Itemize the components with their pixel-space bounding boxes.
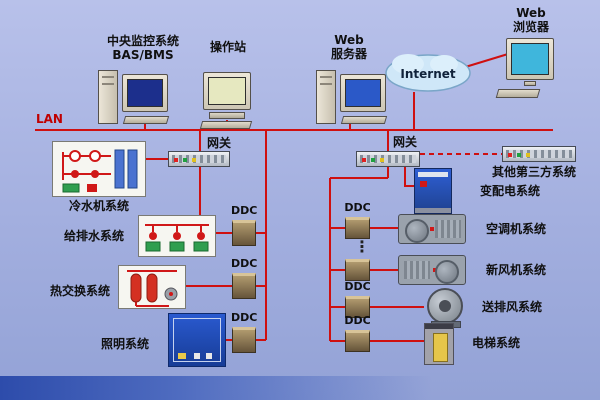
web-server-tower-icon xyxy=(316,70,336,124)
panel-indicator xyxy=(178,353,186,359)
elevator-icon xyxy=(424,323,454,365)
chiller-piping-graphic xyxy=(62,149,138,193)
ddc-label: DDC xyxy=(231,204,258,217)
ddc-label: DDC xyxy=(344,201,371,214)
ddc-controller-icon xyxy=(345,330,370,352)
rack-slot-stripes xyxy=(506,150,572,158)
rack-led-lights xyxy=(362,158,366,162)
ddc-controller-icon xyxy=(232,220,256,246)
unit-indicator xyxy=(430,227,434,231)
chiller-system-box-icon xyxy=(52,141,146,197)
lan-label: LAN xyxy=(36,112,63,126)
elevator-label: 电梯系统 xyxy=(471,336,520,350)
gateway-left-label: 网关 xyxy=(206,136,231,150)
elevator-door xyxy=(433,333,448,362)
web-browser-keyboard-icon xyxy=(495,89,541,98)
fresh-air-unit-icon xyxy=(398,255,466,285)
ddc-label: DDC xyxy=(344,280,371,293)
gateway-right-label: 网关 xyxy=(392,135,417,149)
exhaust-fan-icon xyxy=(424,288,466,328)
web-server-keyboard-icon xyxy=(340,116,388,124)
operator-station-keyboard-icon xyxy=(199,121,253,129)
exhaust-fan-label: 送排风系统 xyxy=(481,300,542,314)
monitor-screen xyxy=(127,79,163,107)
water-system-box-icon xyxy=(138,215,216,257)
air-conditioner-label: 空调机系统 xyxy=(485,222,546,236)
fan-circle xyxy=(435,260,459,284)
coil-slats xyxy=(435,220,461,238)
operator-station-label: 操作站 xyxy=(209,40,246,54)
panel-inner-frame xyxy=(173,318,221,362)
power-distribution-cabinet-icon xyxy=(414,168,452,214)
monitor-screen xyxy=(345,79,381,107)
web-browser-stand-icon xyxy=(524,81,536,86)
chiller-system-label: 冷水机系统 xyxy=(68,199,129,213)
ddc-controller-icon xyxy=(345,259,370,281)
central-workstation-monitor-icon xyxy=(122,74,168,112)
rack-slot-stripes xyxy=(172,155,226,163)
gateway-right-rack-icon xyxy=(356,151,420,167)
monitor-screen xyxy=(511,43,549,75)
panel-indicator xyxy=(194,353,200,359)
third-party-system-label: 其他第三方系统 xyxy=(491,165,576,179)
internet-label: Internet xyxy=(400,67,455,81)
central-workstation-tower-icon xyxy=(98,70,118,124)
fan-circle xyxy=(405,219,429,243)
lighting-panel-icon xyxy=(168,313,226,367)
third-party-system-rack-icon xyxy=(502,146,576,162)
elevator-header xyxy=(425,324,453,329)
central-workstation-keyboard-icon xyxy=(122,116,170,124)
ddc-controller-icon xyxy=(232,273,256,299)
cabinet-base xyxy=(415,208,451,213)
heat-exchanger-graphic xyxy=(127,270,178,307)
web-server-monitor-icon xyxy=(340,74,386,112)
ddc-label: DDC xyxy=(231,257,258,270)
web-browser-label: Web 浏览器 xyxy=(512,6,549,35)
internet-cloud: Internet xyxy=(385,54,471,92)
ddc-label: DDC xyxy=(344,314,371,327)
monitor-screen xyxy=(208,77,246,105)
coil-slats xyxy=(404,261,430,279)
operator-station-monitor-icon xyxy=(203,72,251,110)
heat-exchange-box-icon xyxy=(118,265,186,309)
ddc-controller-icon xyxy=(345,217,370,239)
air-conditioner-unit-icon xyxy=(398,214,466,244)
water-system-label: 给排水系统 xyxy=(63,229,124,243)
ddc-controller-icon xyxy=(232,327,256,353)
rack-led-lights xyxy=(508,153,512,157)
ddc-label: DDC xyxy=(231,311,258,324)
web-browser-monitor-icon xyxy=(506,38,554,80)
operator-station-base-icon xyxy=(209,112,245,119)
power-distribution-label: 变配电系统 xyxy=(479,184,540,198)
lighting-system-label: 照明系统 xyxy=(100,337,149,351)
web-server-label: Web 服务器 xyxy=(330,33,367,62)
ellipsis-dots: ⋮ xyxy=(354,237,370,256)
fan-hub xyxy=(439,300,451,312)
rack-led-lights xyxy=(174,158,178,162)
fresh-air-label: 新风机系统 xyxy=(485,263,546,277)
gateway-left-rack-icon xyxy=(168,151,230,167)
ddc-controller-icon xyxy=(345,296,370,318)
pump-graphic xyxy=(145,224,209,252)
heat-exchange-system-label: 热交换系统 xyxy=(49,284,110,298)
central-system-label: 中央监控系统 BAS/BMS xyxy=(106,34,179,63)
panel-indicator xyxy=(206,353,212,359)
rack-slot-stripes xyxy=(360,155,416,163)
cabinet-button xyxy=(420,181,427,187)
cabinet-strip xyxy=(418,172,448,177)
